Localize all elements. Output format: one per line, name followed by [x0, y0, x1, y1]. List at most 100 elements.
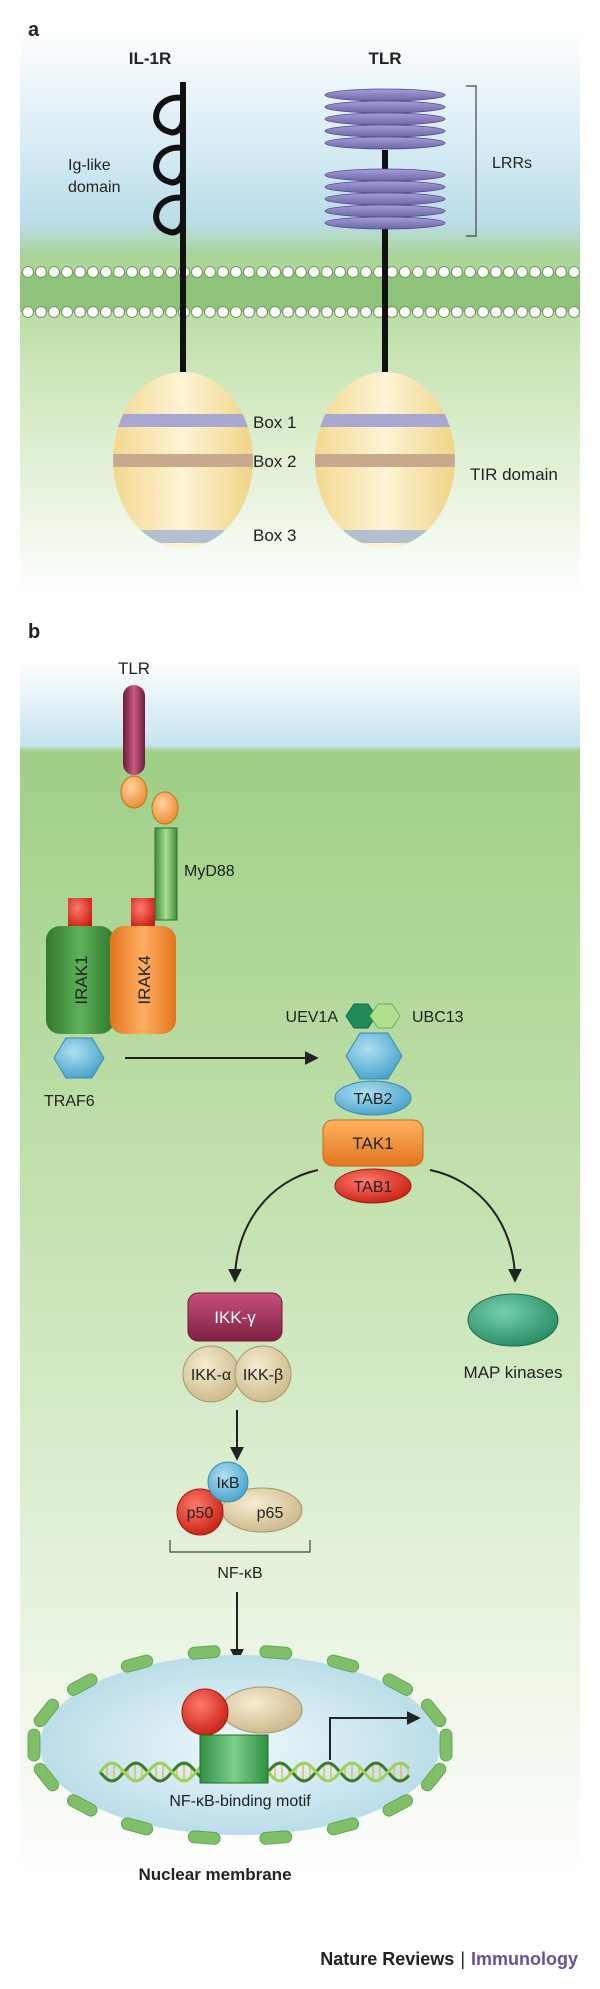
lipid-head: [152, 266, 164, 278]
lipid-head: [477, 306, 489, 318]
lrr-repeat: [324, 88, 446, 102]
lipid-head: [48, 306, 60, 318]
binding-motif-label: NF-κB-binding motif: [169, 1793, 311, 1810]
lipid-head: [74, 266, 86, 278]
lipid-head: [490, 266, 502, 278]
lipid-head: [282, 266, 294, 278]
footer-section: Immunology: [471, 1949, 578, 1969]
lipid-head: [386, 306, 398, 318]
lipid-head: [308, 266, 320, 278]
lipid-head: [529, 306, 541, 318]
tak1-to-ikk-arrow: [228, 1169, 319, 1283]
lipid-bilayer: [22, 266, 580, 318]
ig-like-loops: [153, 94, 186, 236]
il1r-label: IL-1R: [129, 49, 172, 68]
panel-b-letter: b: [28, 621, 40, 643]
irak1-red-cap: [68, 898, 92, 928]
nfkb-binding-site-box: [199, 1734, 269, 1784]
lipid-head: [334, 306, 346, 318]
lipid-head: [126, 266, 138, 278]
nuclear-p65: [221, 1686, 303, 1734]
il1r-tir-domain: [113, 372, 253, 548]
nuclear-membrane-segment: [420, 1762, 447, 1792]
lipid-head: [282, 306, 294, 318]
nuclear-membrane-segment: [67, 1794, 98, 1817]
lipid-head: [217, 266, 229, 278]
lrr-repeat: [324, 100, 446, 114]
tlr-label-a: TLR: [368, 49, 401, 68]
ikk-beta-ball: [234, 1345, 292, 1403]
lipid-head: [269, 306, 281, 318]
lipid-head: [204, 306, 216, 318]
tlr-tir-ball: [120, 775, 148, 809]
lipid-head: [269, 266, 281, 278]
myd88-label: MyD88: [184, 863, 235, 880]
tab1-label: TAB1: [354, 1179, 393, 1196]
nuclear-membrane-segment: [326, 1817, 360, 1836]
tir-domain-label: TIR domain: [470, 465, 558, 484]
map-kinases-label: MAP kinases: [464, 1363, 563, 1382]
lrr-repeat: [324, 136, 446, 150]
lipid-head: [35, 266, 47, 278]
lipid-head: [100, 266, 112, 278]
lipid-head: [347, 306, 359, 318]
ubc13-hexagon: [369, 1003, 401, 1029]
lrr-repeat: [324, 124, 446, 138]
lipid-head: [204, 266, 216, 278]
lipid-head: [503, 266, 515, 278]
lipid-head: [243, 266, 255, 278]
nuclear-membrane-segment: [382, 1673, 413, 1696]
lipid-head: [22, 306, 34, 318]
lrr-bracket: [466, 85, 477, 237]
lipid-head: [74, 306, 86, 318]
nuclear-membrane-label: Nuclear membrane: [138, 1865, 291, 1884]
lrr-stack: [324, 88, 446, 230]
lipid-head: [321, 266, 333, 278]
footer-journal: Nature Reviews: [320, 1949, 454, 1969]
lrrs-label: LRRs: [492, 155, 532, 172]
lipid-head: [152, 306, 164, 318]
lipid-head: [113, 306, 125, 318]
ikk-alpha-label: IKK-α: [191, 1367, 231, 1384]
lipid-head: [516, 266, 528, 278]
lipid-head: [334, 266, 346, 278]
irak1-body: [46, 926, 114, 1034]
lipid-head: [555, 306, 567, 318]
lrr-repeat: [324, 112, 446, 126]
lipid-head: [503, 306, 515, 318]
lipid-head: [555, 266, 567, 278]
lipid-head: [61, 306, 73, 318]
lipid-head: [256, 266, 268, 278]
lipid-head: [399, 306, 411, 318]
tab1-oval: [334, 1168, 412, 1204]
lipid-head: [139, 266, 151, 278]
p50-label: p50: [187, 1505, 214, 1522]
nuclear-membrane-segment: [33, 1698, 60, 1728]
lipid-head: [542, 306, 554, 318]
lrr-repeat: [324, 168, 446, 182]
tlr-receptor: [123, 685, 145, 775]
lipid-head: [516, 306, 528, 318]
lipid-head: [61, 266, 73, 278]
lipid-head: [490, 306, 502, 318]
lipid-head: [256, 306, 268, 318]
lipid-head: [464, 306, 476, 318]
lipid-head: [243, 306, 255, 318]
ikb-ball: [207, 1461, 249, 1503]
nuclear-membrane-segment: [187, 1645, 221, 1660]
lipid-head: [451, 306, 463, 318]
nuclear-membrane-segments: [27, 1645, 453, 1845]
lipid-head: [48, 266, 60, 278]
lipid-head: [321, 306, 333, 318]
lipid-head: [360, 306, 372, 318]
ig-like-label-line2: domain: [68, 179, 120, 196]
lipid-head: [217, 306, 229, 318]
lipid-head: [113, 266, 125, 278]
lipid-head: [87, 266, 99, 278]
nfkb-label: NF-κB: [217, 1565, 262, 1582]
lrr-repeat: [324, 204, 446, 218]
lipid-head: [230, 306, 242, 318]
lipid-head: [425, 306, 437, 318]
lipid-head: [165, 306, 177, 318]
